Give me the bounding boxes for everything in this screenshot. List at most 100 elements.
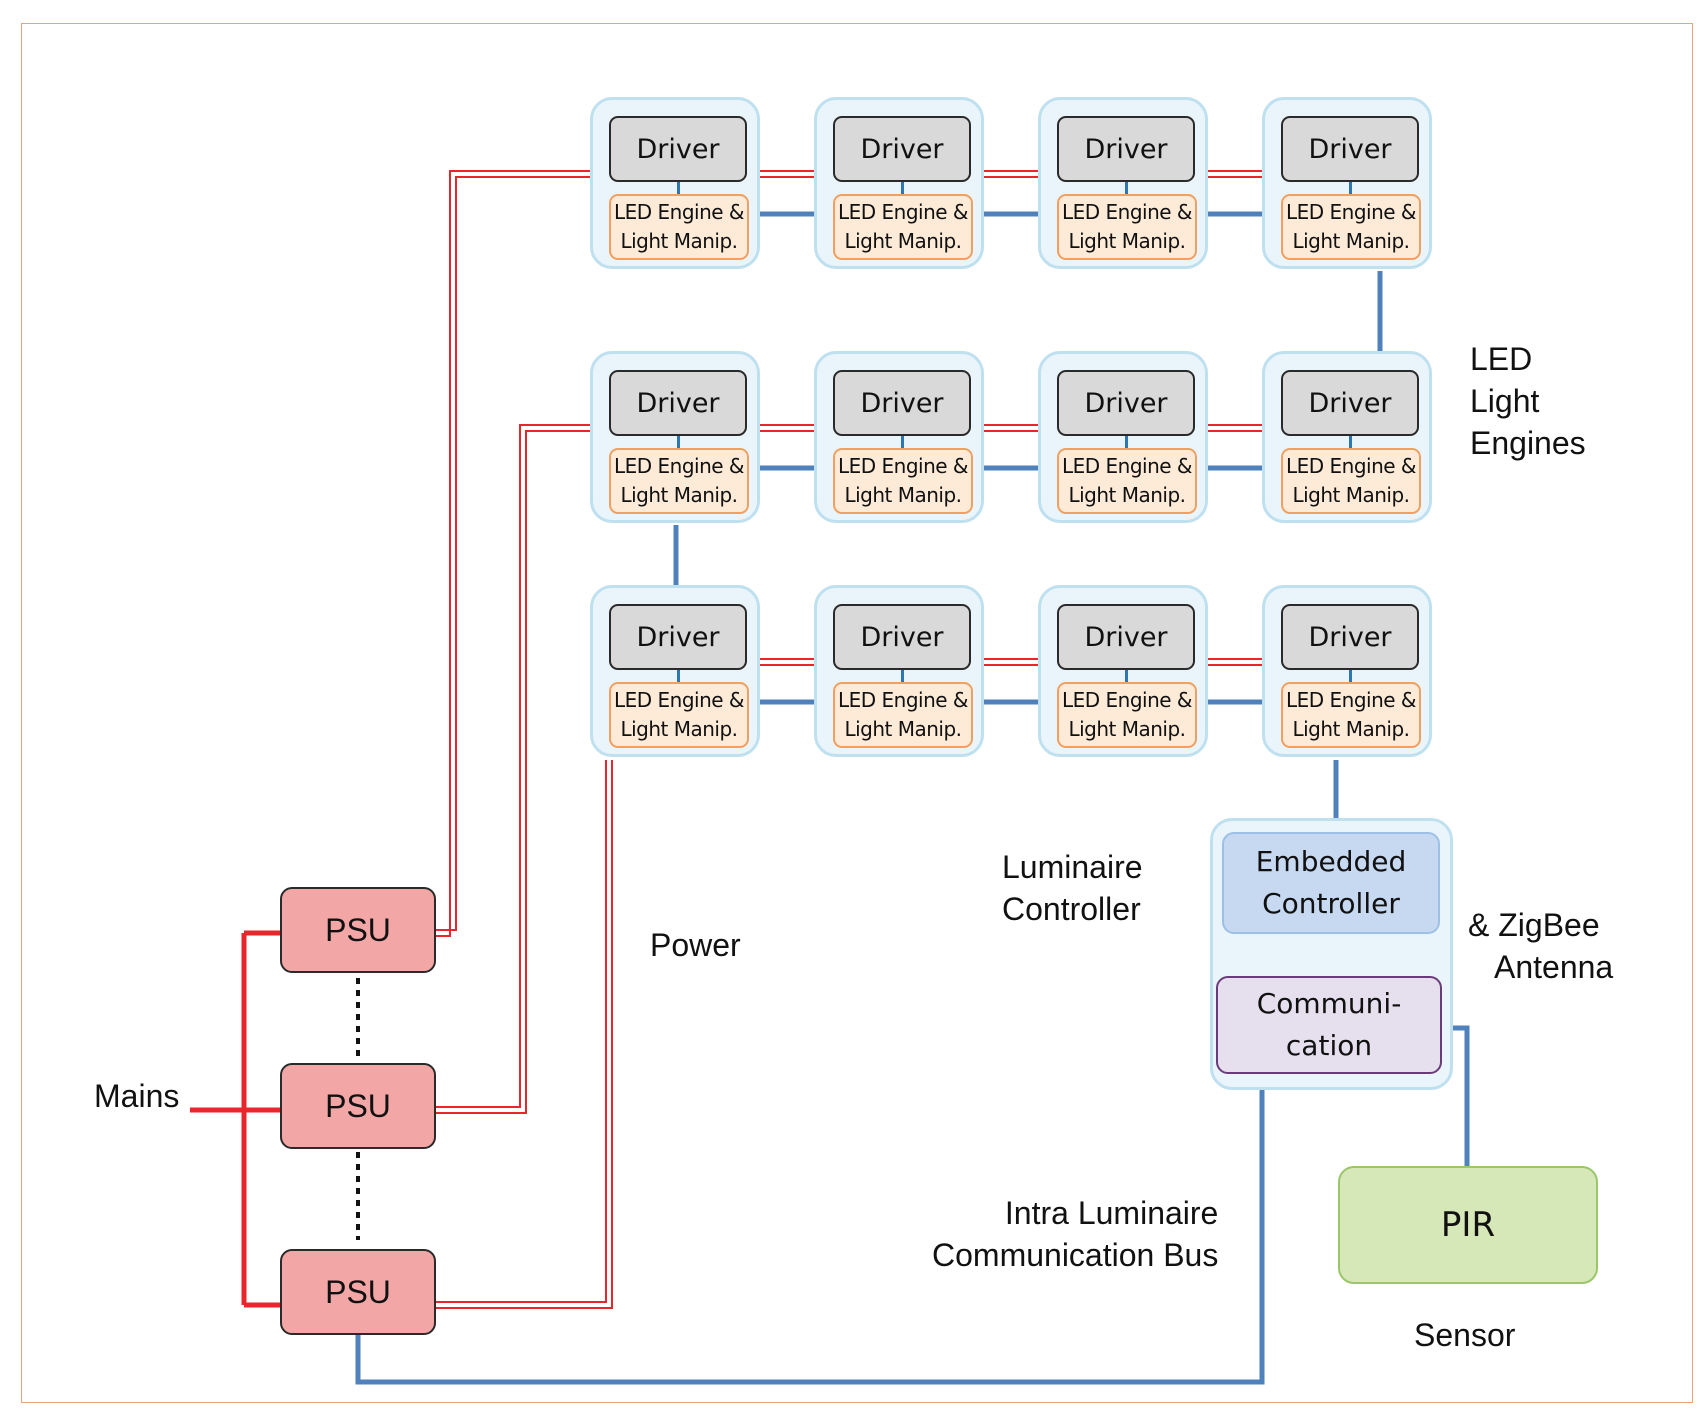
label-line: Engines [1470,425,1586,461]
led-engine-block: LED Engine & Light Manip. [609,194,749,260]
led-line1: LED Engine & [1285,454,1417,478]
led-line2: Light Manip. [1292,483,1410,507]
unit-connector [1349,436,1352,448]
led-line2: Light Manip. [1292,229,1410,253]
embedded-controller-block: Embedded Controller [1222,832,1440,934]
led-line1: LED Engine & [1061,454,1193,478]
label-line: Antenna [1494,949,1614,985]
mains-wiring [190,930,282,1308]
power-lines [436,170,613,1309]
led-light-engines-label: LED Light Engines [1470,338,1586,464]
comm-line2: cation [1285,1029,1373,1062]
unit-connector [901,182,904,194]
zigbee-antenna-label: & ZigBee Antenna [1468,904,1613,988]
label-line: Intra Luminaire [1004,1195,1219,1231]
led-line1: LED Engine & [613,454,745,478]
unit-connector [677,670,680,682]
led-engine-block: LED Engine & Light Manip. [1281,194,1421,260]
label-line: LED [1470,341,1533,377]
led-line2: Light Manip. [1068,229,1186,253]
led-line1: LED Engine & [613,200,745,224]
luminaire-controller-label: Luminaire Controller [1002,846,1143,930]
led-engine-block: LED Engine & Light Manip. [1281,682,1421,748]
label-line: Communication Bus [932,1237,1219,1273]
led-line1: LED Engine & [1285,200,1417,224]
led-line2: Light Manip. [620,483,738,507]
row-power-lines [760,170,1262,666]
psu-block: PSU [280,1063,436,1149]
label-line: Controller [1002,891,1141,927]
led-line1: LED Engine & [1061,688,1193,712]
unit-connector [1125,436,1128,448]
led-engine-block: LED Engine & Light Manip. [1057,194,1197,260]
label-line: Light [1470,383,1540,419]
pir-sensor-block: PIR [1338,1166,1598,1284]
driver-block: Driver [1057,370,1195,436]
unit-connector [1125,182,1128,194]
psu-block: PSU [280,1249,436,1335]
unit-connector [677,182,680,194]
led-line2: Light Manip. [620,229,738,253]
unit-connector [1349,182,1352,194]
led-line1: LED Engine & [837,688,969,712]
unit-connector [901,670,904,682]
unit-connector [1349,670,1352,682]
driver-block: Driver [609,604,747,670]
psu-block: PSU [280,887,436,973]
driver-block: Driver [1281,604,1419,670]
sensor-label: Sensor [1414,1317,1516,1353]
driver-block: Driver [1281,370,1419,436]
driver-block: Driver [609,370,747,436]
driver-block: Driver [1057,604,1195,670]
mains-label: Mains [94,1078,180,1114]
led-engine-block: LED Engine & Light Manip. [833,682,973,748]
led-line2: Light Manip. [844,229,962,253]
led-engine-block: LED Engine & Light Manip. [609,682,749,748]
driver-block: Driver [1281,116,1419,182]
power-label: Power [650,927,741,963]
embedded-line2: Controller [1262,887,1400,920]
led-line1: LED Engine & [613,688,745,712]
diagram-frame [21,23,1693,1403]
unit-connector [1125,670,1128,682]
unit-connector [901,436,904,448]
comm-line1: Communi- [1256,987,1402,1020]
led-engine-block: LED Engine & Light Manip. [1057,682,1197,748]
communication-block: Communi- cation [1216,976,1442,1074]
led-line1: LED Engine & [1061,200,1193,224]
unit-connector [677,436,680,448]
label-line: & ZigBee [1468,907,1600,943]
led-line1: LED Engine & [837,200,969,224]
driver-block: Driver [609,116,747,182]
led-line2: Light Manip. [844,717,962,741]
driver-block: Driver [1057,116,1195,182]
led-engine-block: LED Engine & Light Manip. [1057,448,1197,514]
led-line1: LED Engine & [1285,688,1417,712]
label-line: Luminaire [1002,849,1143,885]
led-line2: Light Manip. [620,717,738,741]
led-line2: Light Manip. [1068,717,1186,741]
led-engine-block: LED Engine & Light Manip. [609,448,749,514]
led-engine-block: LED Engine &Light Manip. [833,448,973,514]
led-line2: Light Manip. [1068,483,1186,507]
led-line2: Light Manip. [1292,717,1410,741]
led-line1: LED Engine & [837,454,969,478]
row-comm-lines [760,211,1262,705]
intra-luminaire-bus-label: Intra Luminaire Communication Bus [932,1192,1218,1276]
driver-block: Driver [833,370,971,436]
driver-block: Driver [833,604,971,670]
led-engine-block: LED Engine & Light Manip. [833,194,973,260]
